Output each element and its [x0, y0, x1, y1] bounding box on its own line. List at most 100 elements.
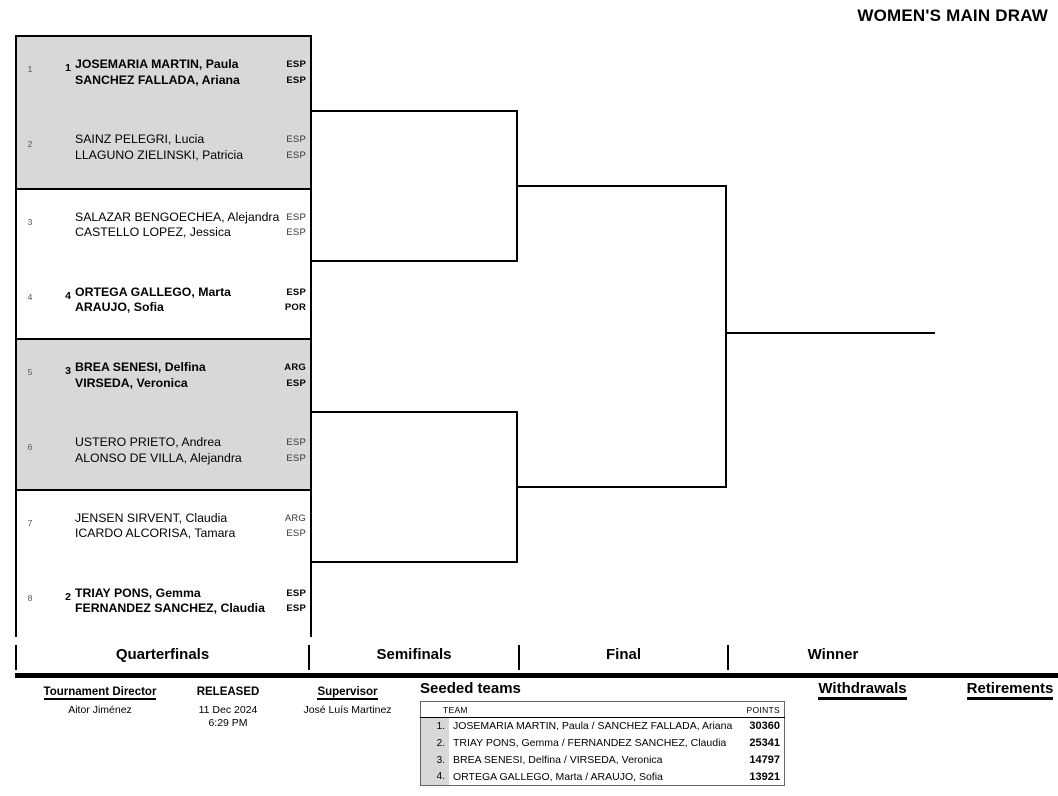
supervisor-value: José Luís Martinez: [303, 704, 392, 716]
seed-points: 14797: [749, 754, 780, 766]
player-name: SALAZAR BENGOECHEA, Alejandra: [75, 209, 280, 224]
seeded-teams-title: Seeded teams: [420, 680, 521, 697]
draw-slot[interactable]: 4 4 ORTEGA GALLEGO, Marta ARAUJO, Sofia …: [17, 265, 310, 340]
bracket-line-qf1-bottom: [310, 260, 518, 262]
retirements-label: Retirements: [966, 680, 1054, 700]
draw-slot[interactable]: 3 SALAZAR BENGOECHEA, Alejandra CASTELLO…: [17, 190, 310, 265]
country-codes: ESP ESP: [276, 132, 306, 163]
country-code: ARG: [284, 362, 306, 373]
table-header-row: TEAM POINTS: [420, 701, 785, 718]
country-code: ESP: [286, 149, 306, 161]
seed-number: 4: [65, 289, 71, 302]
bracket-line-sf-bottom: [517, 486, 727, 488]
country-codes: ESP ESP: [276, 586, 306, 617]
team-names: TRIAY PONS, Gemma FERNANDEZ SANCHEZ, Cla…: [75, 586, 290, 617]
seed-points: 30360: [749, 720, 780, 733]
table-row: 2. TRIAY PONS, Gemma / FERNANDEZ SANCHEZ…: [420, 734, 785, 752]
supervisor-label: Supervisor: [317, 686, 378, 700]
seeded-teams-section: Seeded teams TEAM POINTS 1. JOSEMARIA MA…: [420, 680, 785, 786]
round-label-final: Final: [605, 646, 641, 663]
country-codes: ESP POR: [276, 285, 306, 316]
player-name: SAINZ PELEGRI, Lucia: [75, 132, 205, 146]
draw-pair: 3 SALAZAR BENGOECHEA, Alejandra CASTELLO…: [17, 187, 310, 340]
slot-number: 8: [27, 592, 33, 603]
player-name: JOSEMARIA MARTIN, Paula: [75, 57, 239, 71]
tournament-director-label: Tournament Director: [43, 686, 157, 700]
country-code: ESP: [286, 59, 306, 70]
round-label-quarterfinals: Quarterfinals: [115, 646, 210, 663]
player-name: ORTEGA GALLEGO, Marta: [75, 284, 231, 299]
seed-number: 2: [65, 590, 71, 603]
country-code: ESP: [286, 452, 306, 464]
column-header-points: POINTS: [741, 701, 785, 718]
draw-slot[interactable]: 6 USTERO PRIETO, Andrea ALONSO DE VILLA,…: [17, 415, 310, 490]
slot-number: 6: [27, 442, 33, 452]
seed-points: 25341: [749, 737, 780, 749]
released-time: 6:29 PM: [208, 717, 248, 729]
country-code: ESP: [286, 528, 306, 539]
slot-number: 1: [27, 64, 33, 74]
player-name: CASTELLO LOPEZ, Jessica: [75, 225, 231, 239]
player-name: TRIAY PONS, Gemma: [75, 585, 201, 600]
round-separator: [308, 645, 310, 670]
table-row: 4. ORTEGA GALLEGO, Marta / ARAUJO, Sofia…: [420, 768, 785, 786]
round-separator: [727, 645, 729, 670]
country-code: ESP: [286, 587, 306, 599]
round-label-winner: Winner: [807, 646, 859, 663]
country-code: ESP: [286, 227, 306, 238]
withdrawals-label: Withdrawals: [818, 680, 907, 700]
player-name: ICARDO ALCORISA, Tamara: [75, 526, 236, 540]
team-names: JOSEMARIA MARTIN, Paula SANCHEZ FALLADA,…: [75, 57, 290, 88]
team-names: USTERO PRIETO, Andrea ALONSO DE VILLA, A…: [75, 435, 290, 466]
player-name: JENSEN SIRVENT, Claudia: [75, 510, 228, 525]
country-code: ESP: [286, 437, 306, 448]
released-block: RELEASED 11 Dec 2024 6:29 PM: [180, 682, 276, 730]
supervisor-block: Supervisor José Luís Martinez: [284, 682, 411, 717]
team-names: BREA SENESI, Delfina VIRSEDA, Veronica: [75, 360, 290, 391]
player-name: FERNANDEZ SANCHEZ, Claudia: [75, 601, 265, 615]
seed-number: 3: [65, 365, 71, 377]
team-names: SAINZ PELEGRI, Lucia LLAGUNO ZIELINSKI, …: [75, 132, 290, 163]
tournament-director-block: Tournament Director Aitor Jiménez: [25, 682, 175, 717]
round-separator: [15, 645, 17, 670]
player-name: SANCHEZ FALLADA, Ariana: [75, 72, 240, 87]
country-code: ARG: [284, 512, 306, 524]
country-codes: ESP ESP: [276, 435, 306, 466]
draw-slot[interactable]: 7 JENSEN SIRVENT, Claudia ICARDO ALCORIS…: [17, 491, 310, 566]
draw-slot[interactable]: 5 3 BREA SENESI, Delfina VIRSEDA, Veroni…: [17, 340, 310, 415]
seed-team: JOSEMARIA MARTIN, Paula / SANCHEZ FALLAD…: [453, 720, 733, 733]
seed-rank: 1.: [420, 717, 449, 735]
seeded-teams-table: TEAM POINTS 1. JOSEMARIA MARTIN, Paula /…: [420, 701, 785, 786]
table-row: 3. BREA SENESI, Delfina / VIRSEDA, Veron…: [420, 751, 785, 769]
seed-number: 1: [65, 62, 71, 74]
page-title: WOMEN'S MAIN DRAW: [857, 6, 1048, 25]
draw-slot[interactable]: 1 1 JOSEMARIA MARTIN, Paula SANCHEZ FALL…: [17, 37, 310, 112]
column-header-team: TEAM: [420, 701, 742, 718]
country-codes: ESP ESP: [276, 57, 306, 88]
retirements-block: Retirements: [940, 680, 1058, 700]
seed-team: ORTEGA GALLEGO, Marta / ARAUJO, Sofia: [453, 770, 663, 783]
player-name: ALONSO DE VILLA, Alejandra: [75, 450, 242, 465]
round-label-semifinals: Semifinals: [376, 646, 452, 663]
round-separator: [518, 645, 520, 670]
draw-slot[interactable]: 2 SAINZ PELEGRI, Lucia LLAGUNO ZIELINSKI…: [17, 112, 310, 187]
slot-number: 7: [27, 517, 33, 528]
bracket-line-qf2-bottom: [310, 561, 518, 563]
released-date: 11 Dec 2024: [198, 704, 258, 716]
draw-slot[interactable]: 8 2 TRIAY PONS, Gemma FERNANDEZ SANCHEZ,…: [17, 566, 310, 641]
bracket-line-sf-top: [517, 185, 727, 187]
country-codes: ARG ESP: [276, 360, 306, 391]
team-names: ORTEGA GALLEGO, Marta ARAUJO, Sofia: [75, 285, 290, 316]
country-code: POR: [284, 302, 306, 313]
slot-number: 4: [27, 291, 33, 302]
draw-pair: 7 JENSEN SIRVENT, Claudia ICARDO ALCORIS…: [17, 488, 310, 641]
country-code: ESP: [286, 74, 306, 86]
seed-rank: 2.: [420, 734, 449, 752]
bracket-line-qf1-top: [310, 110, 518, 112]
player-name: BREA SENESI, Delfina: [75, 360, 206, 374]
draw-pair: 5 3 BREA SENESI, Delfina VIRSEDA, Veroni…: [17, 338, 310, 489]
seed-team: BREA SENESI, Delfina / VIRSEDA, Veronica: [453, 754, 663, 766]
bracket-line-sf-vert: [725, 185, 727, 488]
footer-divider: [15, 673, 1058, 678]
country-codes: ESP ESP: [276, 210, 306, 241]
